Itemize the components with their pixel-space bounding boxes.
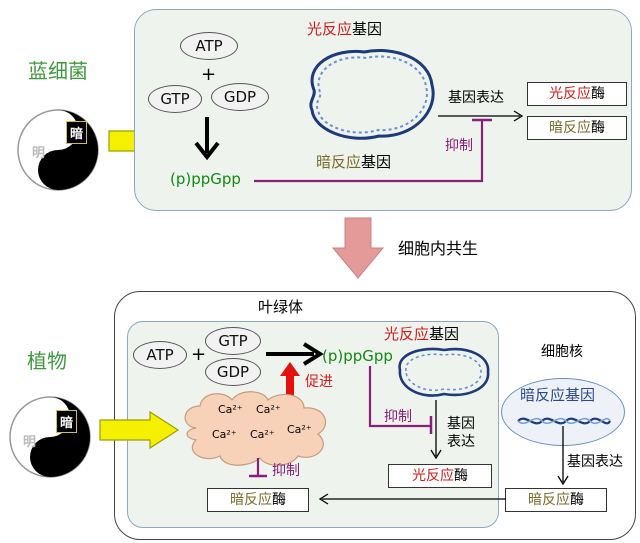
- calcium-inhibit-line: [249, 458, 267, 478]
- expression-arrow: [438, 110, 524, 122]
- calcium-ion-label: Ca²⁺: [250, 428, 275, 441]
- gene-expression-label: 基因表达: [567, 454, 623, 470]
- gene-expression-label: 基因表达: [448, 90, 504, 106]
- light-reaction-gene-label: 光反应基因: [384, 325, 460, 343]
- light-enzyme-box: 光反应酶: [527, 82, 627, 106]
- chloroplast-label: 叶绿体: [258, 298, 304, 316]
- light-label: 明: [23, 435, 37, 450]
- organism-label-cyanobacteria: 蓝细菌: [28, 59, 88, 83]
- calcium-cloud: [184, 391, 327, 466]
- gdp-ellipse: GDP: [211, 83, 269, 111]
- circular-dna-icon: [398, 347, 490, 397]
- yin-yang-icon: [17, 109, 99, 191]
- dark-label-badge: 暗: [66, 121, 88, 144]
- plus-sign: +: [191, 344, 207, 365]
- dark-enzyme-box-nucleus: 暗反应酶: [505, 488, 607, 512]
- atp-ellipse: ATP: [133, 341, 187, 369]
- expression-arrow: [557, 426, 569, 486]
- linear-dna-icon: [517, 417, 611, 425]
- light-reaction-gene-label: 光反应基因: [307, 20, 383, 38]
- gene-expression-label: 基因: [447, 416, 475, 432]
- dark-reaction-gene-label: 暗反应基因: [316, 153, 392, 171]
- expression-arrow: [430, 400, 442, 460]
- promote-label: 促进: [305, 374, 333, 390]
- dark-label-badge: 暗: [56, 410, 78, 433]
- endosymbiosis-label: 细胞内共生: [398, 239, 479, 258]
- inhibit-label: 抑制: [272, 463, 300, 479]
- ppgpp-label: (p)ppGpp: [322, 347, 393, 365]
- gtp-ellipse: GTP: [205, 327, 261, 355]
- right-arrow: [266, 342, 324, 366]
- ppgpp-label: (p)ppGpp: [170, 170, 241, 188]
- plus-sign: +: [201, 64, 217, 85]
- gene-expression-label: 表达: [447, 434, 475, 450]
- yin-yang-icon: [9, 396, 91, 478]
- dark-reaction-gene-label: 暗反应基因: [520, 386, 596, 404]
- circular-dna-icon: [309, 49, 435, 140]
- calcium-ion-label: Ca²⁺: [256, 403, 281, 416]
- gtp-ellipse: GTP: [148, 85, 202, 113]
- dark-enzyme-box-chloroplast: 暗反应酶: [207, 488, 309, 512]
- light-enzyme-box: 光反应酶: [388, 464, 492, 488]
- calcium-ion-label: Ca²⁺: [212, 428, 237, 441]
- light-label: 明: [32, 146, 46, 161]
- inhibit-label: 抑制: [445, 138, 473, 154]
- calcium-ion-label: Ca²⁺: [218, 403, 243, 416]
- promote-arrow: [280, 362, 300, 406]
- inhibit-label: 抑制: [384, 409, 412, 425]
- yellow-arrow: [99, 410, 180, 450]
- organism-label-plant: 植物: [27, 349, 67, 373]
- dark-enzyme-box: 暗反应酶: [527, 116, 627, 140]
- endosymbiosis-arrow: [331, 217, 385, 279]
- calcium-ion-label: Ca²⁺: [287, 423, 312, 436]
- atp-ellipse: ATP: [180, 32, 238, 60]
- inhibition-line: [368, 366, 433, 434]
- gdp-ellipse: GDP: [205, 358, 261, 386]
- import-arrow: [318, 493, 506, 505]
- nucleus-label: 细胞核: [541, 344, 583, 360]
- inhibition-line: [254, 118, 492, 183]
- down-arrow: [194, 117, 220, 161]
